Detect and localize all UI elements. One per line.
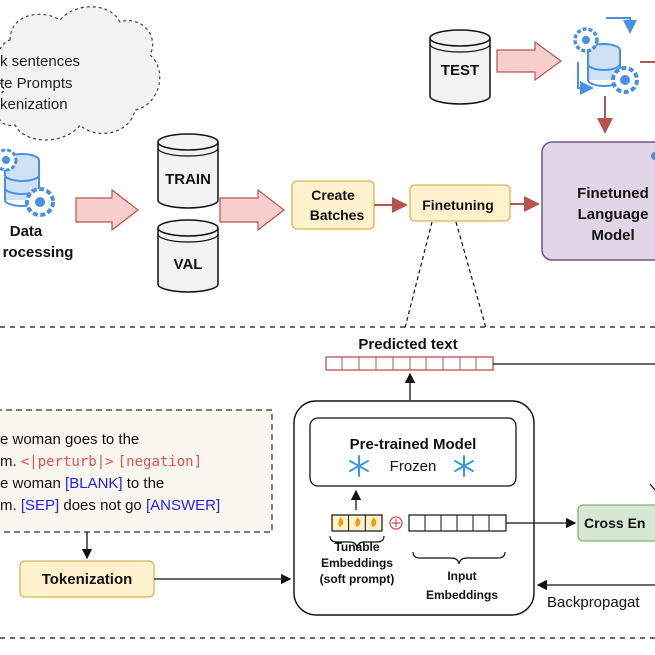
create-batches-label-1: Create <box>311 187 355 203</box>
snowflake-right-icon <box>454 455 474 477</box>
val-label: VAL <box>174 256 203 273</box>
train-database <box>157 133 219 209</box>
data-processing-gear-icon <box>0 148 55 217</box>
sep-token: [SEP] <box>21 497 59 514</box>
example-note-box <box>0 409 273 533</box>
finetuned-model-label-3: Model <box>591 227 634 244</box>
tunable-label-3: (soft prompt) <box>320 572 395 586</box>
predicted-token-strip <box>325 356 494 371</box>
cloud-line-1: k sentences <box>0 53 80 70</box>
pink-arrow-2 <box>219 188 285 232</box>
finetuned-model-box <box>541 141 655 261</box>
finetuned-model-label-1: Finetuned <box>577 185 649 202</box>
brace-tunable <box>329 535 385 549</box>
cloud-note <box>0 6 161 141</box>
finetuned-model-label-2: Language <box>578 206 649 223</box>
example-line-1: e woman goes to the <box>0 431 139 448</box>
pretrained-model-title: Pre-trained Model <box>350 436 477 453</box>
model-badge-icon <box>651 152 655 160</box>
tunable-embeddings-strip <box>331 514 383 532</box>
data-processing-label-1: Data <box>10 223 43 240</box>
test-label: TEST <box>441 62 479 79</box>
example-line-3: e woman [BLANK] to the <box>0 475 164 492</box>
perturb-token: <|perturb|> <box>21 454 114 470</box>
input-embeddings-strip <box>408 514 507 532</box>
zoom-line-left <box>404 221 433 329</box>
evaluation-gear-icon <box>573 17 639 95</box>
zoom-line-right <box>455 221 487 329</box>
data-processing-label-2: rocessing <box>3 244 74 261</box>
finetuning-label: Finetuning <box>422 197 494 213</box>
pink-arrow-1 <box>75 188 139 232</box>
tunable-label-2: Embeddings <box>321 556 393 570</box>
train-label: TRAIN <box>165 171 211 188</box>
cloud-line-3: kenization <box>0 96 68 113</box>
cloud-line-2: te Prompts <box>0 75 73 92</box>
example-line-2: m. <|perturb|> [negation] <box>0 453 202 470</box>
frozen-label: Frozen <box>390 458 437 475</box>
brace-input <box>412 551 506 565</box>
test-database <box>429 29 491 105</box>
answer-token: [ANSWER] <box>146 497 220 514</box>
backprop-label: Backpropagat <box>547 594 640 611</box>
tunable-label-1: Tunable <box>334 540 379 554</box>
val-database <box>157 219 219 293</box>
tokenization-label: Tokenization <box>42 571 133 588</box>
cross-entropy-box <box>577 504 655 542</box>
negation-token: [negation] <box>118 454 202 470</box>
blank-token: [BLANK] <box>65 475 123 492</box>
cross-entropy-in-arrow <box>649 483 655 491</box>
plus-icon <box>389 516 403 530</box>
cross-entropy-label: Cross En <box>584 515 645 531</box>
input-embeddings-label-1: Input <box>447 569 476 583</box>
example-line-4: m. [SEP] does not go [ANSWER] <box>0 497 220 514</box>
pink-arrow-3 <box>496 40 563 82</box>
snowflake-left-icon <box>349 455 369 477</box>
create-batches-label-2: Batches <box>310 207 365 223</box>
input-embeddings-label-2: Embeddings <box>426 588 498 602</box>
predicted-text-label: Predicted text <box>358 336 457 353</box>
